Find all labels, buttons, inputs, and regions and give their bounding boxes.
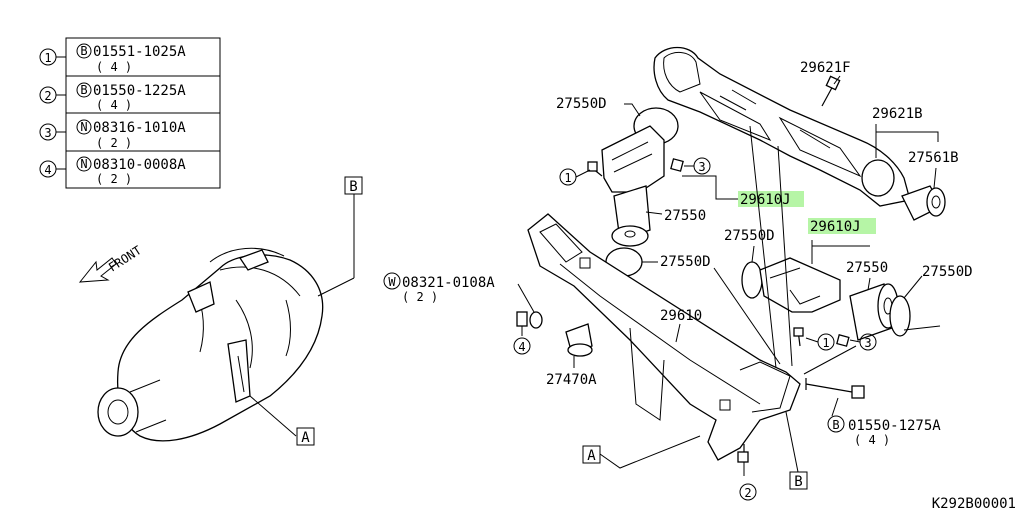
label-27550d-right: 27550D — [922, 264, 973, 280]
callout-2-num: 2 — [744, 486, 751, 500]
ref-b-right: B — [794, 474, 802, 490]
rear-crossmember — [653, 46, 911, 207]
legend-qty-1: ( 4 ) — [96, 60, 132, 74]
legend-prefix-3: N — [80, 120, 87, 134]
damper-27470a — [565, 323, 593, 368]
callout-4 — [513, 337, 531, 355]
legend-qty-4: ( 2 ) — [96, 172, 132, 186]
legend-prefix-4: N — [80, 157, 87, 171]
bolt-code: 01550-1275A — [848, 418, 941, 434]
ref-box-a-left — [296, 427, 315, 446]
label-29621b: 29621B — [872, 106, 923, 122]
legend-code-2: 01550-1225A — [93, 83, 186, 99]
support-member-29610 — [527, 213, 865, 461]
callout-1-lower-num: 1 — [822, 336, 829, 350]
washer-prefix: W — [388, 275, 396, 289]
label-27550d-mid: 27550D — [660, 254, 711, 270]
callout-3-upper-num: 3 — [698, 160, 705, 174]
differential-assembly — [97, 247, 324, 442]
legend-prefix-2: B — [80, 83, 87, 97]
ref-box-a-right — [582, 445, 601, 464]
legend-code-4: 08310-0008A — [93, 157, 186, 173]
washer-08321: W 08321-0108A ( 2 ) — [383, 272, 543, 329]
bolt-bottom — [737, 444, 749, 476]
highlight-29610j-1 — [738, 191, 804, 207]
legend-qty-3: ( 2 ) — [96, 136, 132, 150]
label-29610j-1: 29610J — [740, 192, 791, 208]
callout-2 — [739, 483, 757, 501]
upper-mount-assembly — [587, 107, 684, 277]
highlight-29610j-2 — [808, 218, 876, 234]
label-27550-1: 27550 — [664, 208, 706, 224]
label-27550d-left: 27550D — [724, 228, 775, 244]
label-27550d-top: 27550D — [556, 96, 607, 112]
legend-num-3: 3 — [44, 126, 51, 140]
bolt-qty: ( 4 ) — [854, 433, 890, 447]
label-29610: 29610 — [660, 308, 702, 324]
front-arrow-icon — [78, 257, 117, 283]
bolt-29621f — [821, 75, 841, 107]
bolt-prefix: B — [832, 418, 839, 432]
legend-code-1: 01551-1025A — [93, 44, 186, 60]
washer-qty: ( 2 ) — [402, 290, 438, 304]
label-29621f: 29621F — [800, 60, 851, 76]
front-direction-indicator: FRONT — [78, 243, 144, 283]
lower-mount-assembly — [741, 257, 911, 347]
bushing-27561b — [901, 185, 946, 221]
ref-box-b-right — [789, 471, 808, 490]
legend-prefix-1: B — [80, 44, 87, 58]
legend-num-4: 4 — [44, 163, 51, 177]
legend-num-2: 2 — [44, 89, 51, 103]
legend-code-3: 08316-1010A — [93, 120, 186, 136]
callout-3-lower-num: 3 — [864, 336, 871, 350]
ref-a-left: A — [301, 430, 310, 446]
drawing-code: K292B00001 — [932, 496, 1016, 512]
label-27561b: 27561B — [908, 150, 959, 166]
callout-1-upper-num: 1 — [564, 171, 571, 185]
label-27470a: 27470A — [546, 372, 597, 388]
ref-a-right: A — [587, 448, 596, 464]
ref-box-b-left — [344, 176, 363, 195]
label-27550-2: 27550 — [846, 260, 888, 276]
legend-qty-2: ( 4 ) — [96, 98, 132, 112]
washer-code: 08321-0108A — [402, 275, 495, 291]
fastener-legend: 1 B 01551-1025A ( 4 ) 2 B 01550-1225A ( … — [39, 37, 221, 189]
ref-b-left: B — [349, 179, 357, 195]
legend-num-1: 1 — [44, 51, 51, 65]
callout-4-num: 4 — [518, 340, 525, 354]
label-29610j-2: 29610J — [810, 219, 861, 235]
front-label: FRONT — [106, 243, 144, 274]
